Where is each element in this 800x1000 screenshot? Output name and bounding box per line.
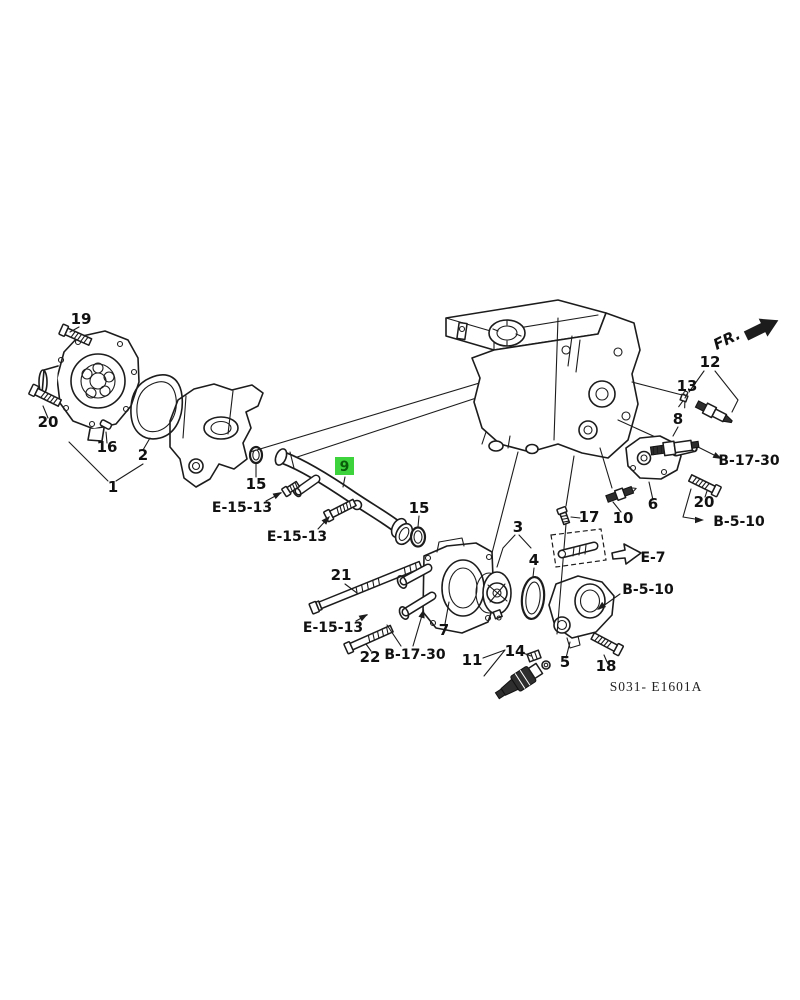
sensor-8-art — [649, 439, 700, 457]
part-label-16: 16 — [97, 438, 118, 456]
part-label-8: 8 — [673, 410, 683, 428]
part-label-2: 2 — [138, 446, 148, 464]
bolt-17-art — [556, 505, 572, 635]
part-label-1: 1 — [108, 478, 118, 496]
dowel-pin-16-art — [99, 419, 113, 430]
part-label-20-left: 20 — [38, 413, 59, 431]
o-ring-15-right-art — [409, 526, 427, 548]
sensor-11-art — [494, 662, 544, 700]
part-label-15-right: 15 — [409, 499, 430, 517]
part-label-15-left: 15 — [246, 475, 267, 493]
engine-bracket-art — [169, 383, 264, 488]
part-label-7: 7 — [439, 621, 449, 639]
part-label-17: 17 — [579, 508, 600, 526]
thermostat-art — [475, 571, 512, 621]
part-label-18: 18 — [596, 657, 617, 675]
part-label-11: 11 — [462, 651, 483, 669]
ref-label-e15-13-c: E-15-13 — [303, 620, 363, 636]
ref-label-b17-30-right: B-17-30 — [718, 453, 780, 469]
engine-block-art — [249, 299, 687, 554]
fr-label: FR. — [710, 325, 743, 353]
part-label-6: 6 — [648, 495, 658, 513]
gasket-2-art — [130, 374, 184, 440]
e7-arrow-icon — [611, 543, 642, 565]
diagram-code: S031- E1601A — [610, 679, 703, 694]
fr-direction-indicator: FR. — [710, 318, 779, 354]
o-ring-4-art — [520, 575, 546, 621]
highlighted-part-number[interactable]: 9 — [340, 459, 350, 475]
labels: 19 20 16 2 1 15 15 21 22 7 11 14 3 4 17 … — [38, 310, 780, 675]
part-label-10: 10 — [613, 509, 634, 527]
part-label-22: 22 — [360, 648, 381, 666]
water-pump-art — [38, 330, 140, 442]
ref-label-e15-13-a: E-15-13 — [212, 500, 272, 516]
ref-label-e15-13-b: E-15-13 — [267, 529, 327, 545]
washer-14-art — [526, 649, 551, 670]
part-label-14: 14 — [505, 642, 526, 660]
part-label-13: 13 — [677, 377, 698, 395]
part-label-20-right: 20 — [694, 493, 715, 511]
part-label-21: 21 — [331, 566, 352, 584]
sensor-10-art — [605, 485, 637, 503]
ref-label-b5-10-right: B-5-10 — [713, 514, 765, 530]
ref-label-b17-30-bottom: B-17-30 — [384, 647, 446, 663]
leader-lines — [42, 326, 739, 677]
part-label-4: 4 — [529, 551, 539, 569]
part-label-5: 5 — [560, 653, 570, 671]
sensor-12-art — [694, 400, 733, 424]
highlight-box[interactable] — [335, 457, 354, 475]
part-label-19: 19 — [71, 310, 92, 328]
ref-label-e7: E-7 — [640, 550, 665, 566]
part-label-3: 3 — [513, 518, 523, 536]
o-ring-15-left-art — [248, 445, 264, 465]
thermostat-housing-7-art — [396, 537, 495, 634]
highlighted-part-label-9[interactable]: 9 — [335, 457, 354, 475]
bolt-18-art — [589, 630, 625, 657]
fr-arrow-icon — [743, 318, 779, 341]
ref-label-b5-10-center: B-5-10 — [622, 582, 674, 598]
joint-dashed-box-art — [550, 528, 607, 568]
part-label-12: 12 — [700, 353, 721, 371]
